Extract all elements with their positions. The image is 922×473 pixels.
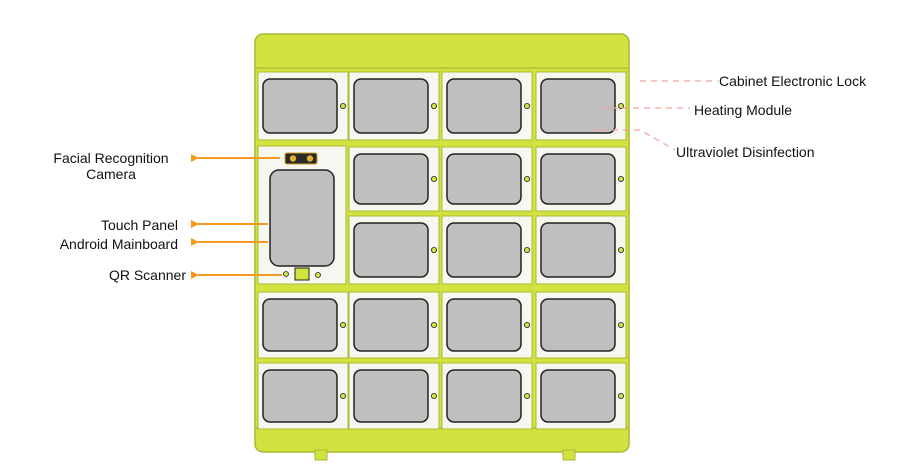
locker-door bbox=[540, 222, 616, 278]
cabinet-foot-left bbox=[314, 449, 328, 461]
electronic-lock-icon bbox=[618, 103, 625, 110]
electronic-lock-label: Cabinet Electronic Lock bbox=[719, 73, 867, 89]
electronic-lock-icon bbox=[618, 246, 625, 253]
electronic-lock-icon bbox=[430, 321, 437, 328]
electronic-lock-icon bbox=[618, 321, 625, 328]
electronic-lock-icon bbox=[339, 392, 346, 399]
locker-door bbox=[446, 222, 522, 278]
locker-door bbox=[262, 298, 338, 352]
locker-door bbox=[353, 222, 429, 278]
facial-label-line2: Camera bbox=[86, 166, 136, 182]
locker-door bbox=[446, 298, 522, 352]
locker-door bbox=[262, 78, 338, 134]
electronic-lock-icon bbox=[430, 392, 437, 399]
touch-panel-screen bbox=[269, 169, 335, 267]
uv-disinfection-label: Ultraviolet Disinfection bbox=[676, 144, 815, 160]
uv-leader bbox=[590, 129, 676, 151]
cabinet-foot-right bbox=[562, 449, 576, 461]
electronic-lock-icon bbox=[339, 103, 346, 110]
locker-door bbox=[353, 153, 429, 205]
locker-door bbox=[540, 369, 616, 423]
electronic-lock-icon bbox=[339, 321, 346, 328]
electronic-lock-icon bbox=[430, 103, 437, 110]
locker-door bbox=[446, 369, 522, 423]
electronic-lock-icon bbox=[524, 103, 531, 110]
electronic-lock-icon bbox=[524, 321, 531, 328]
locker-door bbox=[353, 369, 429, 423]
facial-label-line1: Facial Recognition bbox=[53, 150, 169, 166]
panel-dot-left bbox=[283, 271, 289, 277]
electronic-lock-icon bbox=[524, 392, 531, 399]
touch-panel-label: Touch Panel bbox=[100, 217, 178, 233]
locker-door bbox=[262, 369, 338, 423]
electronic-lock-icon bbox=[524, 246, 531, 253]
electronic-lock-icon bbox=[524, 175, 531, 182]
locker-door bbox=[540, 153, 616, 205]
qr-scanner bbox=[294, 267, 310, 281]
locker-door bbox=[353, 78, 429, 134]
locker-door bbox=[446, 153, 522, 205]
qr-scanner-label: QR Scanner bbox=[108, 267, 186, 283]
electronic-lock-icon bbox=[618, 392, 625, 399]
locker-door bbox=[353, 298, 429, 352]
locker-door bbox=[540, 78, 616, 134]
panel-dot-right bbox=[315, 272, 321, 278]
camera-lens-right bbox=[306, 155, 314, 162]
heating-module-label: Heating Module bbox=[694, 102, 793, 118]
electronic-lock-icon bbox=[618, 175, 625, 182]
locker-door bbox=[446, 78, 522, 134]
electronic-lock-icon bbox=[430, 175, 437, 182]
android-mainboard-label: Android Mainboard bbox=[59, 236, 178, 252]
electronic-lock-icon bbox=[430, 246, 437, 253]
locker-door bbox=[540, 298, 616, 352]
camera-lens-left bbox=[289, 155, 297, 162]
